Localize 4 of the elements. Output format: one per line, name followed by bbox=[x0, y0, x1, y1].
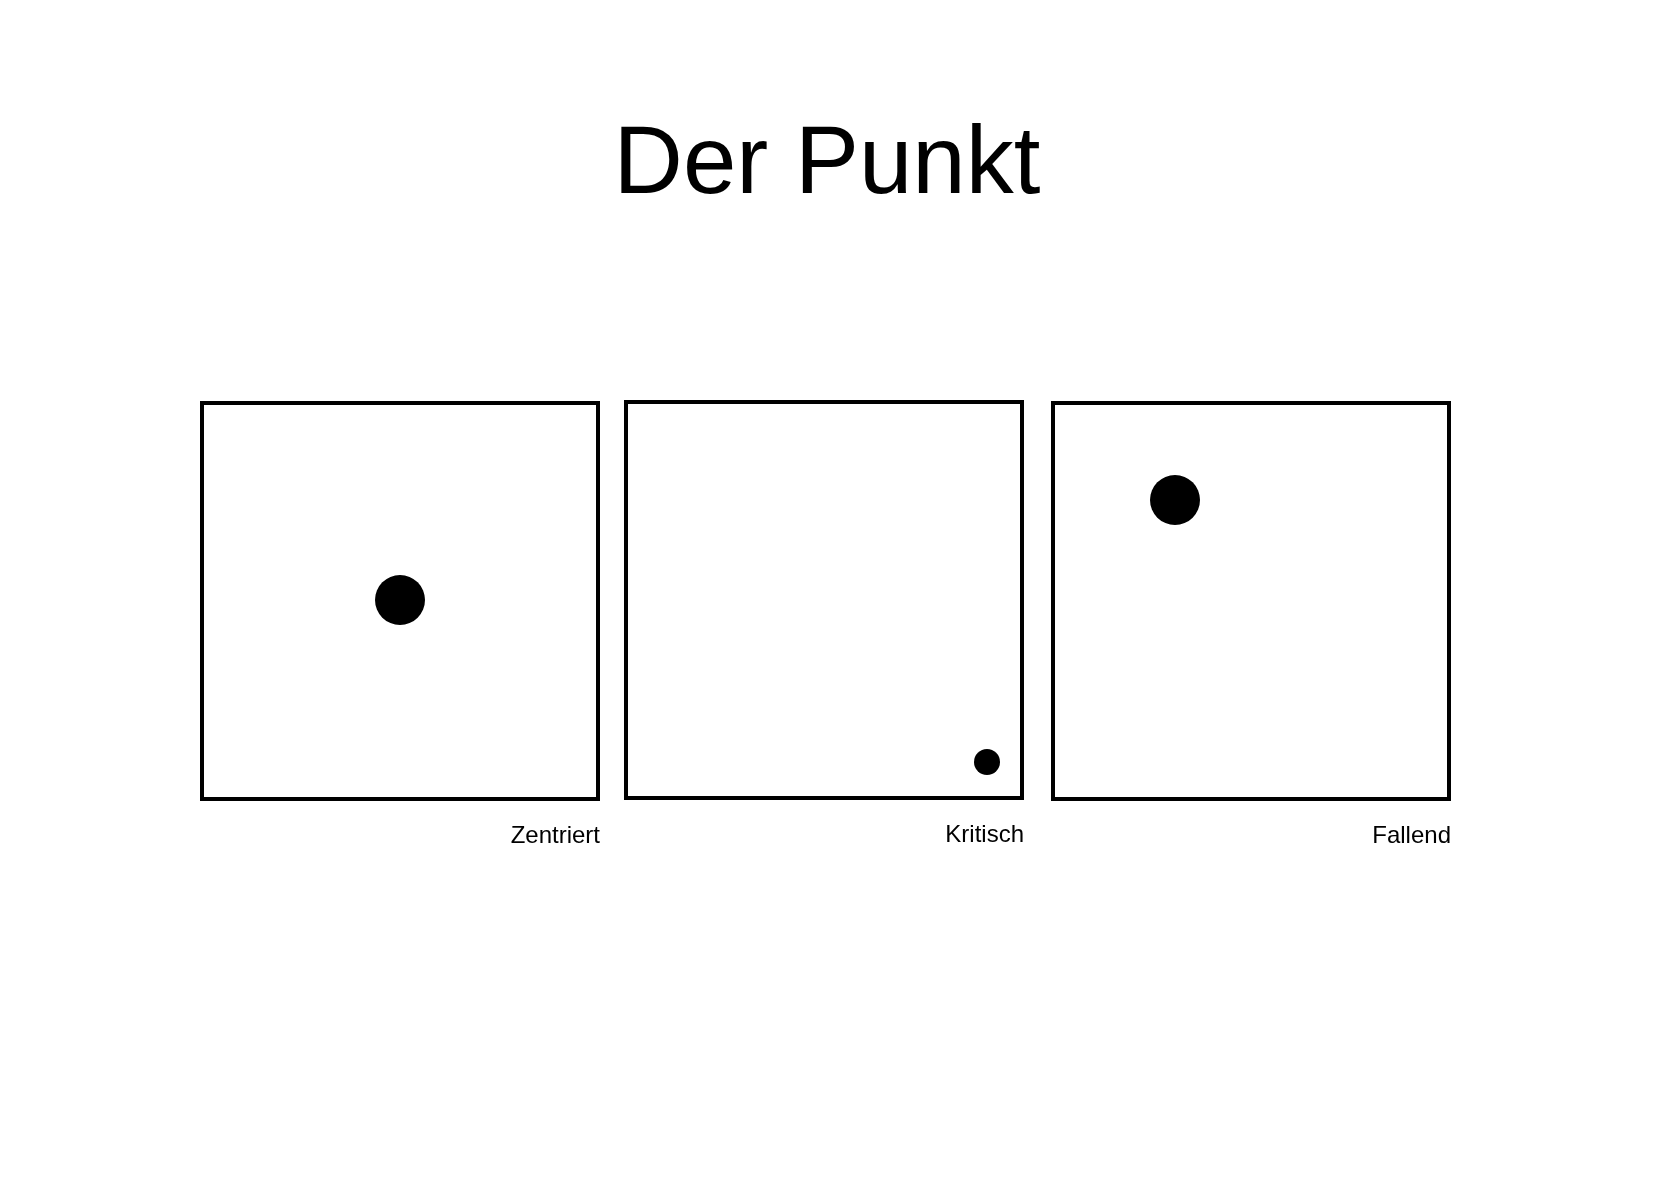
node-label: Kritisch bbox=[945, 820, 1024, 848]
node-label: Zentriert bbox=[510, 821, 600, 849]
title: Der Punkt bbox=[612, 105, 1042, 215]
node-label: Fallend bbox=[1372, 821, 1451, 849]
